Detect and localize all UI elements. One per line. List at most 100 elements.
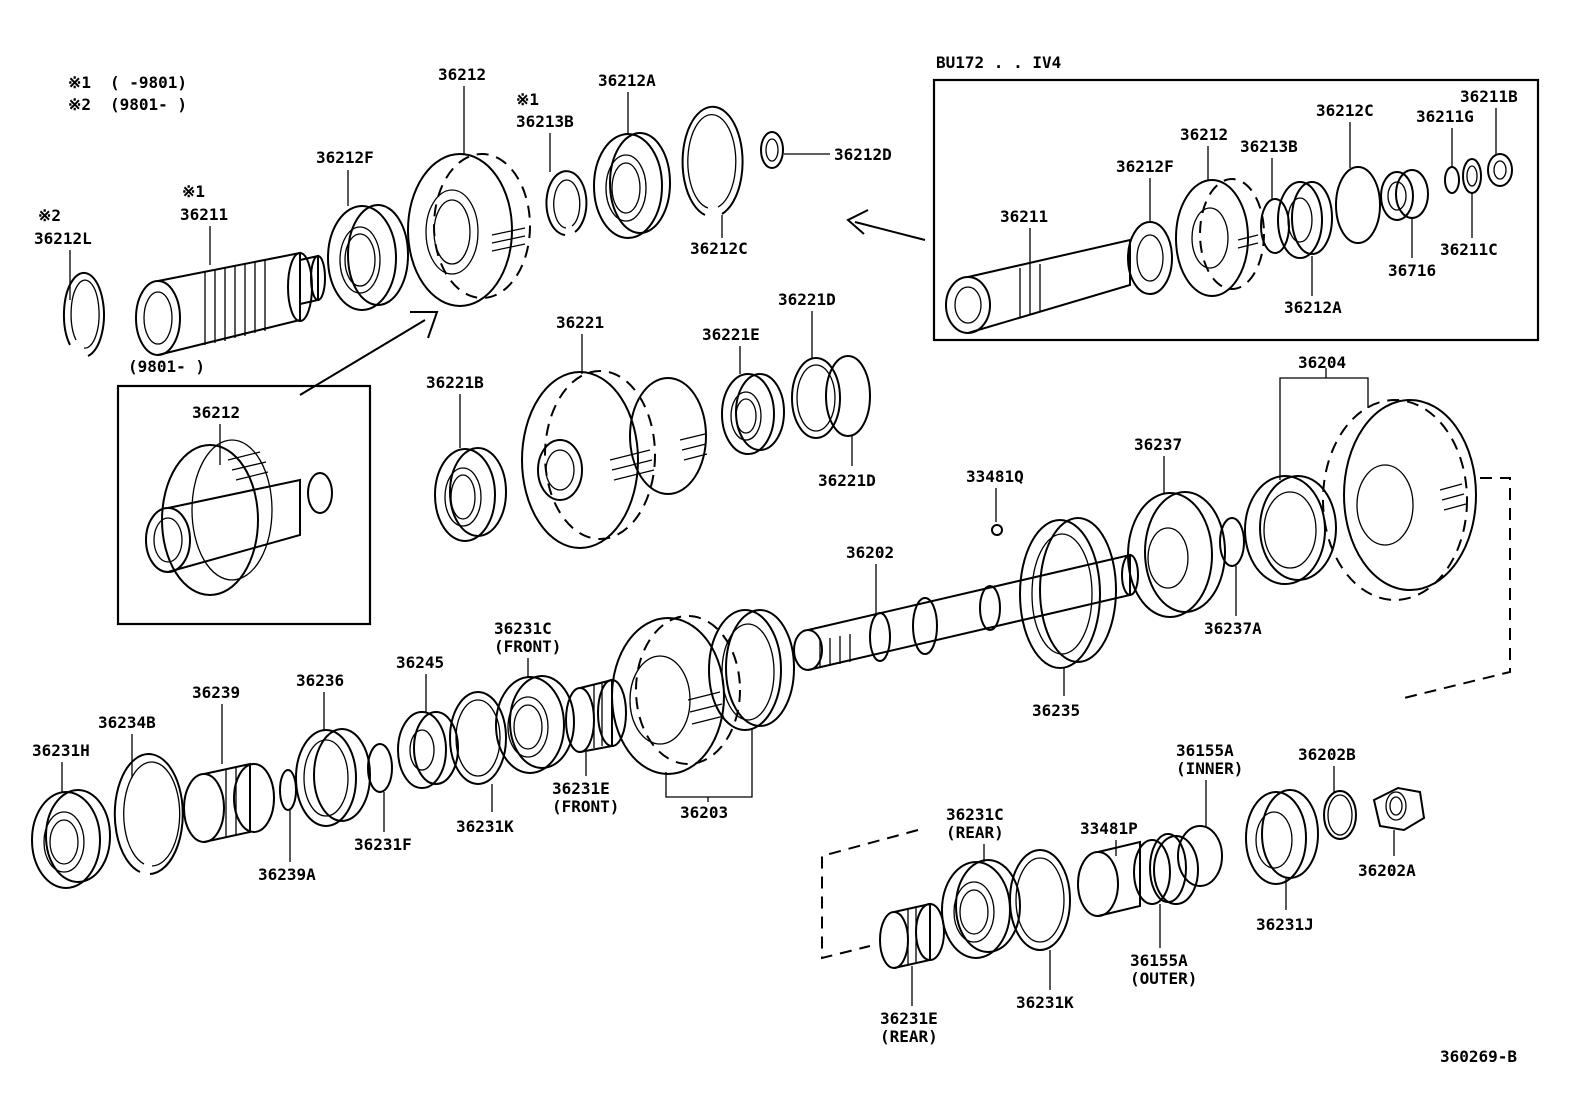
label-36212F: 36212F (316, 148, 374, 167)
label-36235: 36235 (1032, 701, 1080, 720)
part-36221E-bearing (721, 373, 785, 455)
label-36237: 36237 (1134, 435, 1182, 454)
label-36202B: 36202B (1298, 745, 1356, 764)
label-36221D-bottom: 36221D (818, 471, 876, 490)
inset-right-36211: 36211 (1000, 207, 1048, 226)
note1-range: ( -9801) (110, 73, 187, 92)
label-36212: 36212 (438, 65, 486, 84)
part-36211-shaft (135, 251, 326, 356)
label-36155A-outer-qualifier: (OUTER) (1130, 969, 1197, 988)
label-33481Q: 33481Q (966, 467, 1024, 486)
label-36231H: 36231H (32, 741, 90, 760)
inset-right-36212: 36212 (1180, 125, 1228, 144)
note2-mark: ※2 (68, 95, 91, 114)
label-36231E-rear: 36231E (880, 1009, 938, 1028)
label-36155A-inner-qualifier: (INNER) (1176, 759, 1243, 778)
part-36239A-ring (279, 769, 297, 811)
part-36231J-bearing (1245, 789, 1319, 885)
inset-right-36211B: 36211B (1460, 87, 1518, 106)
label-36221: 36221 (556, 313, 604, 332)
part-36221B-bearing (434, 447, 507, 542)
label-36211: 36211 (180, 205, 228, 224)
diagram-id: 360269-B (1440, 1047, 1517, 1066)
inset-right-36716: 36716 (1388, 261, 1436, 280)
label-36231K-bottom: 36231K (1016, 993, 1074, 1012)
part-36212L (62, 271, 105, 357)
inset-right-36213B: 36213B (1240, 137, 1298, 156)
connector-dashed-bottom (821, 829, 919, 960)
inset-right-36212C: 36212C (1316, 101, 1374, 120)
label-36245: 36245 (396, 653, 444, 672)
label-36202A: 36202A (1358, 861, 1416, 880)
label-36231E-front: 36231E (552, 779, 610, 798)
part-36212F-bearing (327, 204, 409, 311)
part-36213B-snapring (545, 170, 588, 236)
footnote-legend: ※1 ( -9801) ※2 (9801- ) (68, 73, 187, 114)
inset-right-title: BU172 . . IV4 (936, 53, 1061, 72)
part-36231K-ring (449, 691, 507, 785)
part-36212A-bearing (593, 132, 671, 239)
arrow-from-inset-right (846, 209, 926, 241)
part-36204-sleeve (1244, 399, 1477, 601)
part-36245-synchro (397, 711, 459, 789)
label-36231E-rear-qualifier: (REAR) (880, 1027, 938, 1046)
label-36212L-mark: ※2 (38, 206, 61, 225)
label-36213B: 36213B (516, 112, 574, 131)
inset-left-part-label: 36212 (192, 403, 240, 422)
inset-right-36212A: 36212A (1284, 298, 1342, 317)
label-36231C-rear: 36231C (946, 805, 1004, 824)
label-36237A: 36237A (1204, 619, 1262, 638)
part-33481Q-ball (991, 524, 1003, 536)
label-36203: 36203 (680, 803, 728, 822)
part-36234B-snapring (113, 753, 184, 875)
label-36239: 36239 (192, 683, 240, 702)
label-36236: 36236 (296, 671, 344, 690)
part-36202A-nut (1372, 786, 1426, 832)
label-36155A-inner: 36155A (1176, 741, 1234, 760)
note1-mark: ※1 (68, 73, 91, 92)
part-36203-gear (611, 609, 795, 775)
part-36231K-bottom-ring (1009, 849, 1071, 951)
part-36237-hub (1127, 491, 1226, 618)
part-36221-countergear (521, 370, 708, 549)
connector-dashed-right (1403, 477, 1511, 699)
inset-left-range: (9801- ) (128, 357, 205, 376)
label-36221B: 36221B (426, 373, 484, 392)
part-36221D-rings (791, 355, 871, 439)
part-36212D-washer (760, 131, 784, 169)
label-36211-mark: ※1 (182, 182, 205, 201)
label-36212C: 36212C (690, 239, 748, 258)
part-36231E-front-bearing (565, 678, 627, 753)
label-36231E-front-qualifier: (FRONT) (552, 797, 619, 816)
part-36236-gear (295, 728, 371, 827)
label-36239A: 36239A (258, 865, 316, 884)
part-36202-shaft (793, 553, 1139, 671)
part-36231C-rear-bearing (941, 859, 1021, 959)
part-36235-gear (1019, 517, 1117, 669)
part-36231E-rear-bearing (879, 902, 945, 969)
label-36212A: 36212A (598, 71, 656, 90)
part-36237A-snapring (1219, 517, 1245, 567)
label-36204: 36204 (1298, 353, 1346, 372)
part-36231F-ring (367, 743, 393, 793)
label-36231J: 36231J (1256, 915, 1314, 934)
label-36212D: 36212D (834, 145, 892, 164)
part-36202B-oring (1323, 790, 1357, 840)
label-36231K-top: 36231K (456, 817, 514, 836)
inset-right: BU172 . . IV4 36211 (932, 53, 1540, 342)
part-36239-sleeve (183, 762, 275, 843)
inset-right-36211C: 36211C (1440, 240, 1498, 259)
label-33481P: 33481P (1080, 819, 1138, 838)
note2-range: (9801- ) (110, 95, 187, 114)
part-36231C-front-bearing (495, 675, 575, 774)
part-36212C-snapring (681, 105, 744, 216)
part-36212-gear (407, 153, 531, 307)
label-36155A-outer: 36155A (1130, 951, 1188, 970)
label-36231C-front-qualifier: (FRONT) (494, 637, 561, 656)
inset-left: (9801- ) 36212 (116, 311, 439, 626)
label-36221D-top: 36221D (778, 290, 836, 309)
label-36221E: 36221E (702, 325, 760, 344)
inset-right-36211G: 36211G (1416, 107, 1474, 126)
label-36231F: 36231F (354, 835, 412, 854)
